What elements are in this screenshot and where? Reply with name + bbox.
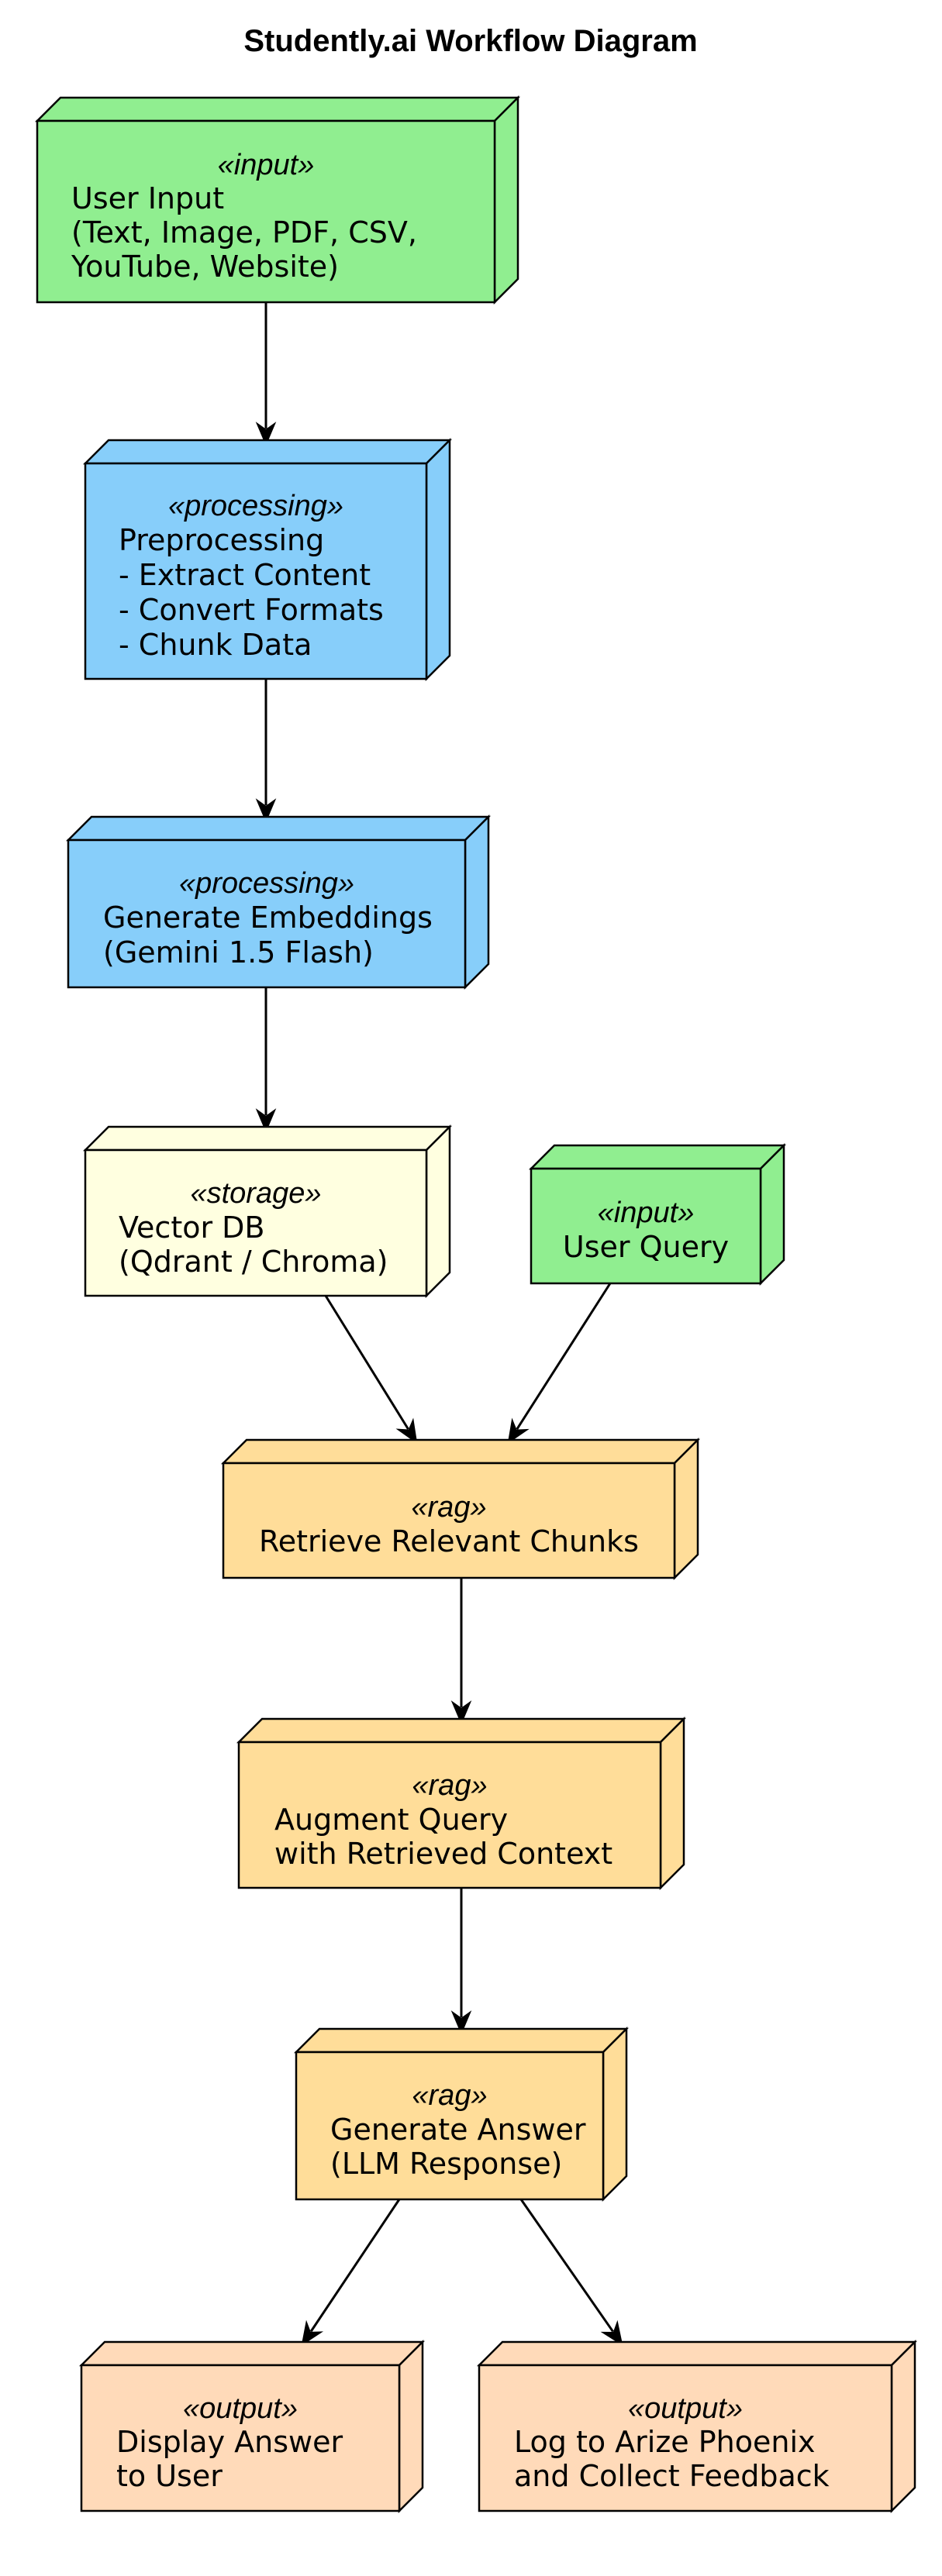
node-top-face bbox=[82, 1125, 453, 1152]
node-label-line: Vector DB bbox=[119, 1211, 265, 1245]
node-label-line: and Collect Feedback bbox=[514, 2459, 830, 2493]
arrow-augment-to-generate bbox=[450, 1888, 472, 2035]
node-stereotype: «rag» bbox=[411, 1491, 486, 1524]
node-side-face bbox=[890, 2339, 916, 2514]
node-front-face bbox=[478, 2364, 893, 2512]
arrow-head bbox=[507, 1417, 530, 1445]
node-side-face bbox=[759, 1142, 785, 1286]
node-stereotype: «input» bbox=[218, 149, 315, 181]
arrow-generate-to-log bbox=[519, 2199, 623, 2347]
node-top-face bbox=[476, 2340, 918, 2367]
node-side-face bbox=[398, 2339, 424, 2514]
arrow-user-input-to-preprocessing bbox=[255, 302, 277, 446]
node-front-face bbox=[84, 462, 428, 680]
node-label-line: - Chunk Data bbox=[119, 628, 312, 662]
edges bbox=[255, 302, 623, 2347]
node-stereotype: «rag» bbox=[412, 1769, 487, 1802]
arrow-head bbox=[395, 1417, 418, 1445]
arrow-head bbox=[255, 1108, 277, 1133]
node-label-line: (Qdrant / Chroma) bbox=[119, 1245, 388, 1279]
node-user-query: «input»User Query bbox=[528, 1142, 787, 1286]
node-front-face bbox=[295, 2051, 605, 2201]
node-label-line: to User bbox=[116, 2459, 223, 2493]
arrow-head bbox=[255, 422, 277, 446]
arrow-line bbox=[309, 2199, 401, 2333]
node-label-line: (LLM Response) bbox=[330, 2147, 562, 2181]
node-stereotype: «processing» bbox=[168, 490, 343, 522]
node-top-face bbox=[236, 1717, 687, 1744]
node-label-line: (Gemini 1.5 Flash) bbox=[103, 935, 374, 969]
node-retrieve: «rag»Retrieve Relevant Chunks bbox=[220, 1437, 701, 1581]
node-top-face bbox=[528, 1144, 787, 1170]
arrow-line bbox=[324, 1295, 409, 1430]
node-front-face bbox=[36, 119, 496, 304]
node-top-face bbox=[82, 439, 453, 465]
node-label-line: User Query bbox=[563, 1230, 729, 1264]
node-stereotype: «output» bbox=[183, 2392, 298, 2425]
node-embeddings: «processing»Generate Embeddings(Gemini 1… bbox=[65, 814, 492, 990]
node-front-face bbox=[84, 1149, 428, 1297]
arrow-head bbox=[600, 2319, 623, 2347]
node-preprocessing: «processing»Preprocessing- Extract Conte… bbox=[82, 437, 453, 682]
node-top-face bbox=[220, 1438, 701, 1465]
arrow-head bbox=[301, 2319, 324, 2347]
node-front-face bbox=[67, 839, 467, 989]
node-label-line: Display Answer bbox=[116, 2425, 343, 2459]
node-side-face bbox=[464, 814, 490, 990]
node-side-face bbox=[602, 2026, 628, 2202]
node-label-line: - Convert Formats bbox=[119, 593, 384, 627]
node-front-face bbox=[530, 1167, 762, 1285]
node-label-line: - Extract Content bbox=[119, 558, 371, 592]
node-label-line: Retrieve Relevant Chunks bbox=[259, 1524, 639, 1558]
node-front-face bbox=[80, 2364, 401, 2512]
node-stereotype: «processing» bbox=[179, 867, 354, 900]
node-top-face bbox=[65, 815, 492, 842]
node-label-line: Log to Arize Phoenix bbox=[514, 2425, 816, 2459]
node-top-face bbox=[293, 2027, 630, 2054]
node-top-face bbox=[78, 2340, 426, 2367]
node-label-line: Augment Query bbox=[274, 1803, 508, 1837]
node-front-face bbox=[237, 1741, 662, 1889]
arrow-generate-to-display bbox=[301, 2199, 401, 2347]
node-side-face bbox=[425, 1124, 451, 1299]
arrow-head bbox=[450, 2010, 472, 2035]
node-stereotype: «input» bbox=[598, 1197, 695, 1229]
nodes: «input»User Input(Text, Image, PDF, CSV,… bbox=[34, 95, 918, 2514]
arrow-user-query-to-retrieve bbox=[507, 1283, 612, 1445]
node-generate: «rag»Generate Answer(LLM Response) bbox=[293, 2026, 630, 2202]
node-user-input: «input»User Input(Text, Image, PDF, CSV,… bbox=[34, 95, 521, 305]
node-label-line: Generate Embeddings bbox=[103, 901, 433, 935]
arrow-preprocessing-to-embeddings bbox=[255, 679, 277, 823]
node-side-face bbox=[493, 95, 519, 305]
diagram-title: Studently.ai Workflow Diagram bbox=[243, 24, 697, 58]
arrow-embeddings-to-vector-db bbox=[255, 987, 277, 1133]
node-label-line: Generate Answer bbox=[330, 2113, 586, 2147]
node-stereotype: «rag» bbox=[412, 2079, 487, 2112]
arrow-line bbox=[516, 1283, 612, 1430]
node-side-face bbox=[659, 1716, 685, 1891]
arrow-retrieve-to-augment bbox=[450, 1578, 472, 1725]
node-label-line: (Text, Image, PDF, CSV, bbox=[71, 215, 417, 250]
node-front-face bbox=[222, 1462, 676, 1579]
node-side-face bbox=[673, 1437, 699, 1581]
arrow-head bbox=[255, 798, 277, 823]
node-side-face bbox=[425, 437, 451, 682]
node-label-line: with Retrieved Context bbox=[274, 1837, 612, 1871]
node-label-line: User Input bbox=[71, 181, 224, 215]
node-label-line: YouTube, Website) bbox=[71, 250, 339, 284]
node-label-line: Preprocessing bbox=[119, 523, 324, 557]
node-top-face bbox=[34, 96, 521, 122]
arrow-head bbox=[450, 1700, 472, 1725]
node-stereotype: «storage» bbox=[190, 1177, 321, 1210]
node-vector-db: «storage»Vector DB(Qdrant / Chroma) bbox=[82, 1124, 453, 1299]
node-stereotype: «output» bbox=[628, 2392, 743, 2425]
arrow-line bbox=[519, 2199, 614, 2333]
arrow-vector-db-to-retrieve bbox=[324, 1295, 418, 1445]
